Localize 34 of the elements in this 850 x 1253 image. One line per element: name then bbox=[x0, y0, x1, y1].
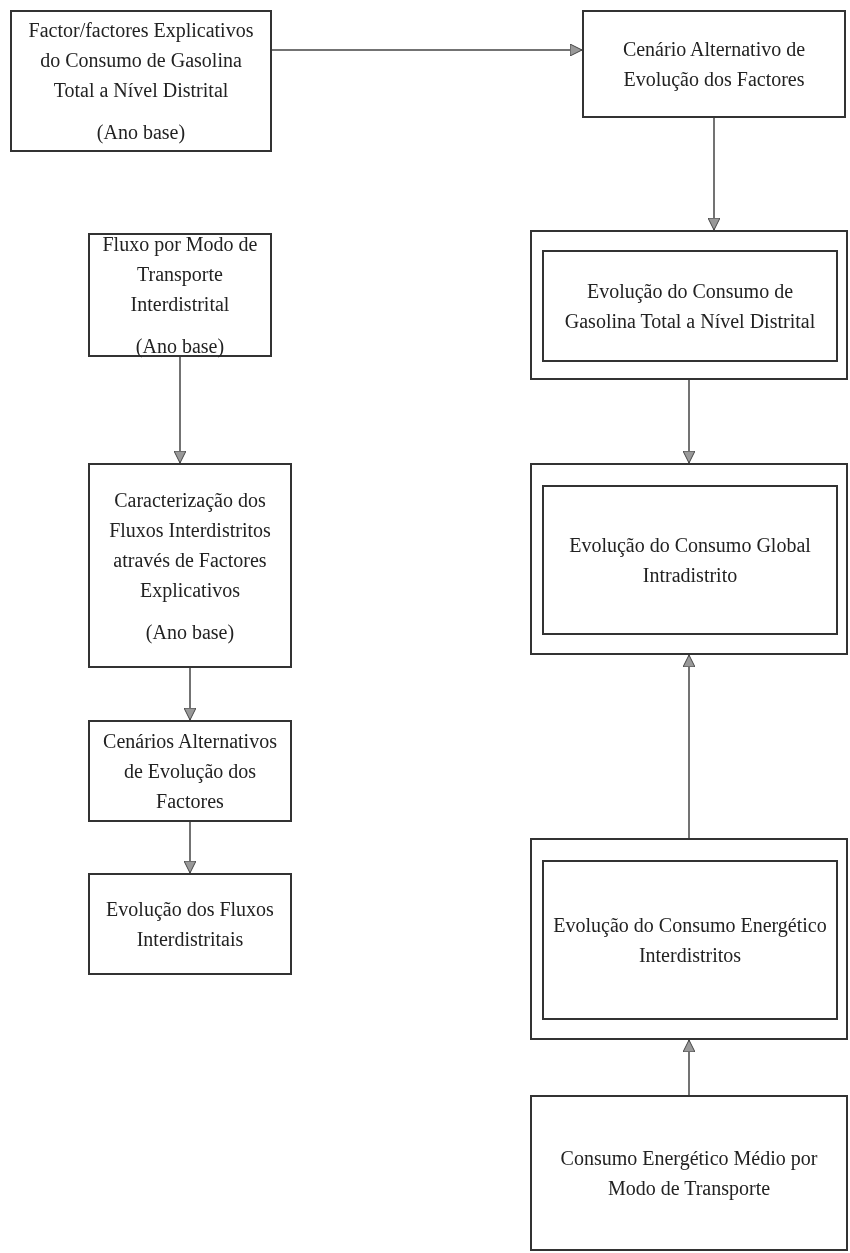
box-text: Consumo Energético Médio por Modo de Transporte bbox=[559, 1146, 819, 1202]
box-text: Evolução do Consumo Global Intradistrito bbox=[568, 533, 812, 588]
process-box bbox=[530, 1095, 848, 1251]
box-text: Cenário Alternativo de Evolução dos Factores bbox=[621, 37, 807, 93]
box-text: Evolução dos Fluxos Interdistritais bbox=[105, 897, 275, 952]
process-box bbox=[542, 250, 838, 362]
arrow bbox=[682, 379, 696, 464]
frame-box bbox=[530, 230, 848, 380]
box-text: (Ano base) bbox=[145, 619, 235, 646]
box-text: Factor/factores Explicativos do Consumo de Gasolina Total a Nível Distrital bbox=[27, 18, 255, 103]
box-text: Caracterização dos Fluxos Interdistritos através de Factores Explicativos bbox=[108, 487, 272, 604]
process-box bbox=[88, 233, 272, 357]
box-text: (Ano base) bbox=[135, 334, 225, 360]
process-box bbox=[88, 873, 292, 975]
frame-box bbox=[530, 838, 848, 1040]
box-text: Evolução do Consumo Energético Interdistritos bbox=[552, 913, 828, 968]
box-text: (Ano base) bbox=[96, 120, 186, 146]
arrow bbox=[682, 654, 696, 839]
box-text: Fluxo por Modo de Transporte Interdistrital bbox=[101, 232, 259, 317]
arrow bbox=[271, 43, 583, 57]
frame-box bbox=[530, 463, 848, 655]
arrow bbox=[707, 117, 721, 231]
box-text: Cenários Alternativos de Evolução dos Factores bbox=[102, 729, 278, 814]
process-box bbox=[88, 720, 292, 822]
process-box bbox=[10, 10, 272, 152]
arrow bbox=[183, 667, 197, 721]
box-text: Evolução do Consumo de Gasolina Total a Nível Distrital bbox=[563, 279, 817, 334]
process-box bbox=[542, 860, 838, 1020]
process-box bbox=[542, 485, 838, 635]
process-box bbox=[88, 463, 292, 668]
arrow bbox=[173, 356, 187, 464]
process-box bbox=[582, 10, 846, 118]
arrow bbox=[682, 1039, 696, 1096]
arrow bbox=[183, 821, 197, 874]
